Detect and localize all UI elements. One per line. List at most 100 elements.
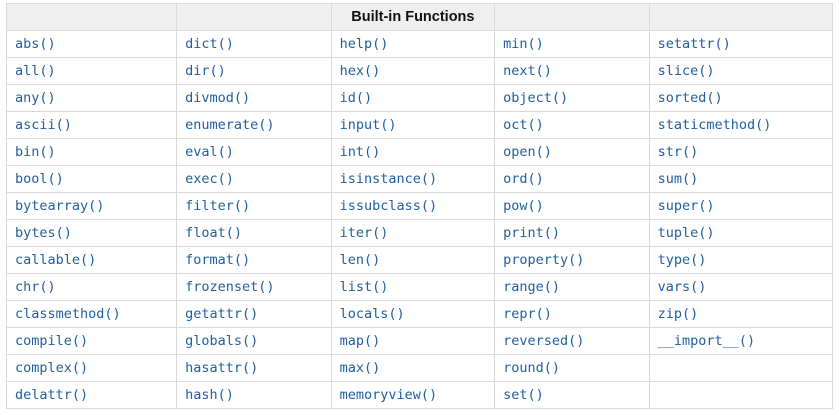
function-link[interactable]: dir() xyxy=(185,63,226,79)
function-cell: locals() xyxy=(330,300,496,328)
function-link[interactable]: repr() xyxy=(503,306,552,322)
function-link[interactable]: any() xyxy=(15,90,56,106)
function-link[interactable]: next() xyxy=(503,63,552,79)
function-link[interactable]: len() xyxy=(339,252,381,268)
function-cell: help() xyxy=(330,30,496,58)
function-link[interactable]: open() xyxy=(503,144,552,160)
function-link[interactable]: eval() xyxy=(185,144,234,160)
function-link[interactable]: min() xyxy=(503,36,544,52)
function-link[interactable]: hex() xyxy=(339,63,381,79)
function-cell: frozenset() xyxy=(176,273,332,301)
table-header: Built-in Functions xyxy=(5,3,834,31)
function-link[interactable]: ascii() xyxy=(15,117,72,133)
function-link[interactable]: property() xyxy=(503,252,585,268)
function-link[interactable]: help() xyxy=(339,36,389,52)
function-link[interactable]: hasattr() xyxy=(185,360,259,376)
function-link[interactable]: chr() xyxy=(15,279,56,295)
function-link[interactable]: bin() xyxy=(15,144,56,160)
function-link[interactable]: slice() xyxy=(657,63,715,79)
function-link[interactable]: setattr() xyxy=(657,36,731,52)
function-link[interactable]: oct() xyxy=(503,117,544,133)
function-link[interactable]: input() xyxy=(339,117,397,133)
function-link[interactable]: reversed() xyxy=(503,333,585,349)
function-link[interactable]: vars() xyxy=(657,279,707,295)
function-link[interactable]: abs() xyxy=(15,36,56,52)
function-link[interactable]: iter() xyxy=(339,225,389,241)
function-link[interactable]: super() xyxy=(657,198,715,214)
function-cell: compile() xyxy=(5,327,178,355)
function-link[interactable]: callable() xyxy=(15,252,97,268)
function-link[interactable]: bool() xyxy=(15,171,64,187)
function-link[interactable]: hash() xyxy=(185,387,234,403)
function-link[interactable]: __import__() xyxy=(657,333,756,349)
function-cell: slice() xyxy=(648,57,834,85)
function-link[interactable]: zip() xyxy=(657,306,699,322)
function-link[interactable]: enumerate() xyxy=(185,117,275,133)
table-row: abs() dict() help() min() setattr() xyxy=(5,30,834,58)
function-cell: super() xyxy=(648,192,834,220)
table-row: any() divmod() id() object() sorted() xyxy=(5,84,834,112)
function-link[interactable]: globals() xyxy=(185,333,259,349)
function-link[interactable]: isinstance() xyxy=(339,171,438,187)
function-cell: bool() xyxy=(5,165,178,193)
function-link[interactable]: set() xyxy=(503,387,544,403)
function-cell: enumerate() xyxy=(176,111,332,139)
function-link[interactable]: locals() xyxy=(339,306,405,322)
function-link[interactable]: dict() xyxy=(185,36,234,52)
function-cell: hasattr() xyxy=(176,354,332,382)
table-row: complex() hasattr() max() round() xyxy=(5,354,834,382)
function-cell: pow() xyxy=(494,192,650,220)
function-cell: min() xyxy=(494,30,650,58)
function-link[interactable]: memoryview() xyxy=(339,387,438,403)
function-link[interactable]: compile() xyxy=(15,333,89,349)
function-link[interactable]: frozenset() xyxy=(185,279,275,295)
function-link[interactable]: type() xyxy=(657,252,707,268)
table-row: ascii() enumerate() input() oct() staticmeth… xyxy=(5,111,834,139)
function-link[interactable]: divmod() xyxy=(185,90,251,106)
function-link[interactable]: classmethod() xyxy=(15,306,121,322)
function-link[interactable]: delattr() xyxy=(15,387,89,403)
function-cell: ord() xyxy=(494,165,650,193)
header-cell-empty xyxy=(176,3,332,31)
function-link[interactable]: int() xyxy=(339,144,381,160)
function-cell: chr() xyxy=(5,273,178,301)
function-cell: hex() xyxy=(330,57,496,85)
function-link[interactable]: range() xyxy=(503,279,561,295)
header-cell-empty xyxy=(648,3,834,31)
function-link[interactable]: float() xyxy=(185,225,243,241)
function-link[interactable]: exec() xyxy=(185,171,234,187)
function-link[interactable]: all() xyxy=(15,63,56,79)
function-cell: round() xyxy=(494,354,650,382)
table-row: bool() exec() isinstance() ord() sum() xyxy=(5,165,834,193)
function-link[interactable]: complex() xyxy=(15,360,89,376)
function-link[interactable]: bytearray() xyxy=(15,198,105,214)
function-link[interactable]: format() xyxy=(185,252,251,268)
function-link[interactable]: sum() xyxy=(657,171,699,187)
function-link[interactable]: id() xyxy=(339,90,373,106)
function-link[interactable]: print() xyxy=(503,225,561,241)
function-link[interactable]: getattr() xyxy=(185,306,259,322)
function-link[interactable]: object() xyxy=(503,90,569,106)
function-link[interactable]: str() xyxy=(657,144,699,160)
function-cell: max() xyxy=(330,354,496,382)
empty-cell xyxy=(648,354,834,382)
header-row: Built-in Functions xyxy=(5,3,834,31)
function-link[interactable]: ord() xyxy=(503,171,544,187)
function-cell: delattr() xyxy=(5,381,178,409)
function-link[interactable]: sorted() xyxy=(657,90,723,106)
function-link[interactable]: round() xyxy=(503,360,561,376)
function-link[interactable]: filter() xyxy=(185,198,251,214)
function-link[interactable]: bytes() xyxy=(15,225,72,241)
function-link[interactable]: max() xyxy=(339,360,381,376)
function-link[interactable]: staticmethod() xyxy=(657,117,772,133)
function-cell: classmethod() xyxy=(5,300,178,328)
function-link[interactable]: tuple() xyxy=(657,225,715,241)
function-cell: globals() xyxy=(176,327,332,355)
table-row: bin() eval() int() open() str() xyxy=(5,138,834,166)
function-link[interactable]: issubclass() xyxy=(339,198,438,214)
function-cell: divmod() xyxy=(176,84,332,112)
function-cell: getattr() xyxy=(176,300,332,328)
function-link[interactable]: list() xyxy=(339,279,389,295)
function-link[interactable]: pow() xyxy=(503,198,544,214)
function-link[interactable]: map() xyxy=(339,333,381,349)
